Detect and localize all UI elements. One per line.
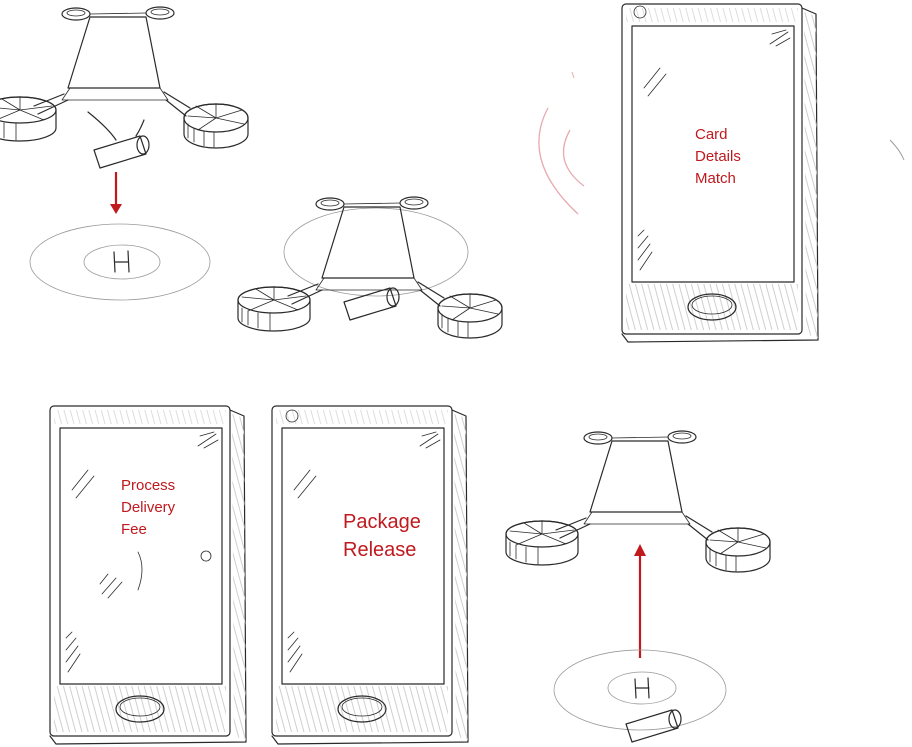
helipad-left — [29, 223, 211, 301]
phone-process-fee: Process Delivery Fee — [49, 405, 247, 745]
helipad-center — [283, 207, 469, 297]
package-hanging — [93, 135, 150, 169]
up-arrow — [634, 544, 646, 658]
card-details-label: Card Details Match — [695, 126, 745, 187]
down-arrow — [110, 172, 122, 214]
package-delivered — [625, 709, 682, 743]
tether-lines — [87, 111, 145, 141]
package-landed — [343, 287, 400, 321]
phone-package-release: Package Release — [271, 405, 469, 745]
helipad-letter-left — [113, 250, 130, 273]
signal-waves — [538, 71, 905, 215]
process-fee-label: Process Delivery Fee — [121, 477, 179, 538]
helipad-letter-right — [634, 677, 650, 699]
package-release-label: Package Release — [343, 511, 426, 561]
phone-card-details: Card Details Match — [621, 3, 819, 343]
helipad-right — [553, 649, 727, 731]
drone-top-left — [0, 6, 249, 149]
